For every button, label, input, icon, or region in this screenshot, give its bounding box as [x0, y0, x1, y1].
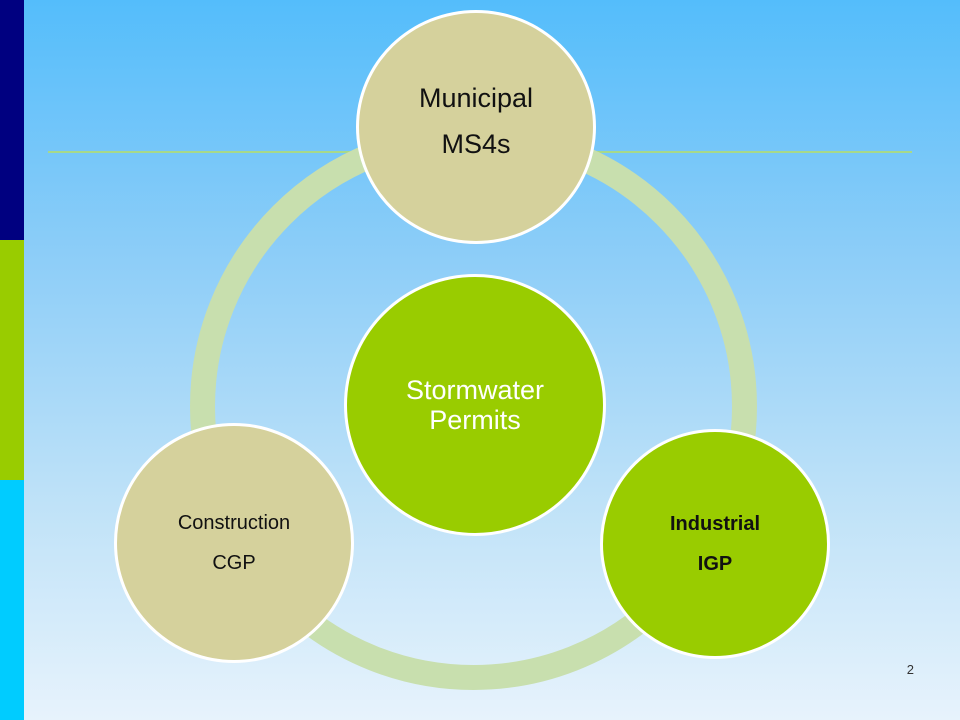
node-municipal-code: MS4s: [441, 129, 511, 159]
node-industrial-code: IGP: [697, 553, 733, 575]
accent-bar-top: [0, 0, 24, 240]
node-construction-code: CGP: [212, 552, 256, 574]
accent-bar-bottom: [0, 480, 24, 720]
center-label-line1: Stormwater: [405, 375, 545, 405]
node-industrial: Industrial IGP: [600, 429, 830, 659]
center-label-line2: Permits: [429, 405, 521, 435]
node-industrial-title: Industrial: [669, 513, 760, 535]
node-construction: Construction CGP: [114, 423, 354, 663]
node-municipal: Municipal MS4s: [356, 10, 596, 244]
accent-bar-middle: [0, 240, 24, 480]
page-number: 2: [906, 662, 914, 677]
center-node-stormwater-permits: Stormwater Permits: [344, 274, 606, 536]
node-construction-title: Construction: [177, 512, 291, 534]
node-municipal-title: Municipal: [418, 83, 534, 113]
